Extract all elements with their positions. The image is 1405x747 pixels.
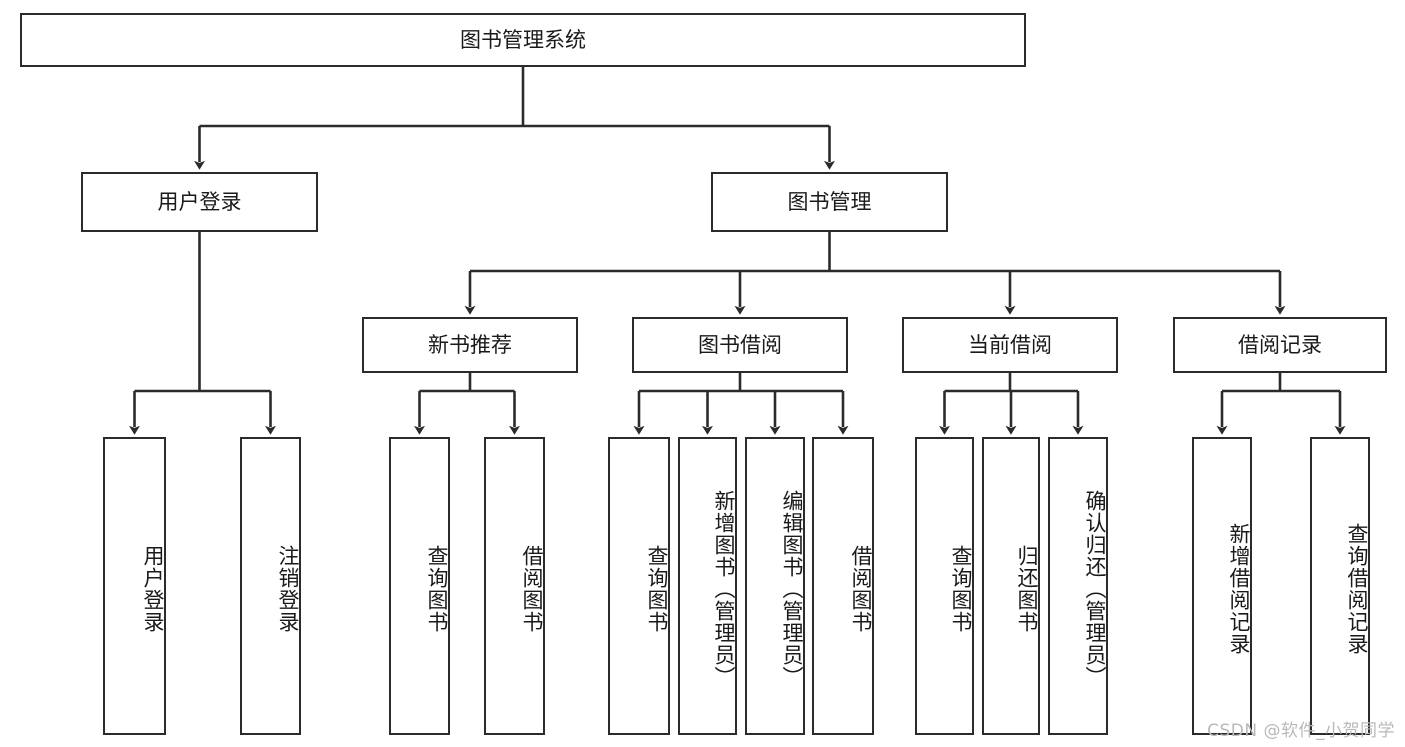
node-label: 归还图书 bbox=[1015, 545, 1039, 633]
node-leaf-12: 新增借阅记录 bbox=[1192, 437, 1252, 735]
node-records: 借阅记录 bbox=[1173, 317, 1387, 373]
node-label: 借阅记录 bbox=[1238, 332, 1322, 357]
node-label: 当前借阅 bbox=[968, 332, 1052, 357]
node-label: 新增借阅记录 bbox=[1227, 523, 1251, 655]
node-leaf-11: 确认归还（管理员） bbox=[1048, 437, 1108, 735]
node-leaf-3: 查询图书 bbox=[389, 437, 450, 735]
node-label: 新增图书（管理员） bbox=[712, 490, 736, 688]
node-label: 注销登录 bbox=[276, 545, 300, 633]
node-current: 当前借阅 bbox=[902, 317, 1118, 373]
node-leaf-6: 新增图书（管理员） bbox=[678, 437, 737, 735]
node-label: 确认归还（管理员） bbox=[1083, 490, 1107, 688]
node-leaf-8: 借阅图书 bbox=[812, 437, 874, 735]
node-label: 查询图书 bbox=[645, 545, 669, 633]
node-label: 新书推荐 bbox=[428, 332, 512, 357]
node-borrow: 图书借阅 bbox=[632, 317, 848, 373]
node-leaf-7: 编辑图书（管理员） bbox=[745, 437, 805, 735]
node-leaf-1: 用户登录 bbox=[103, 437, 166, 735]
watermark-label: CSDN @软件_小贺同学 bbox=[1207, 721, 1395, 741]
node-label: 用户登录 bbox=[141, 545, 165, 633]
node-leaf-2: 注销登录 bbox=[240, 437, 301, 735]
node-label: 编辑图书（管理员） bbox=[780, 490, 804, 688]
node-label: 查询借阅记录 bbox=[1345, 523, 1369, 655]
node-root: 图书管理系统 bbox=[20, 13, 1026, 67]
node-leaf-9: 查询图书 bbox=[915, 437, 974, 735]
node-label: 图书管理 bbox=[787, 189, 872, 214]
node-leaf-4: 借阅图书 bbox=[484, 437, 545, 735]
node-label: 查询图书 bbox=[949, 545, 973, 633]
node-label: 查询图书 bbox=[425, 545, 449, 633]
node-label: 借阅图书 bbox=[849, 545, 873, 633]
node-label: 图书管理系统 bbox=[460, 27, 586, 52]
node-label: 图书借阅 bbox=[698, 332, 782, 357]
node-newbook: 新书推荐 bbox=[362, 317, 578, 373]
node-bookmgmt: 图书管理 bbox=[711, 172, 948, 232]
node-label: 借阅图书 bbox=[520, 545, 544, 633]
node-leaf-10: 归还图书 bbox=[982, 437, 1040, 735]
node-leaf-13: 查询借阅记录 bbox=[1310, 437, 1370, 735]
node-leaf-5: 查询图书 bbox=[608, 437, 670, 735]
node-label: 用户登录 bbox=[157, 189, 242, 214]
node-login: 用户登录 bbox=[81, 172, 318, 232]
